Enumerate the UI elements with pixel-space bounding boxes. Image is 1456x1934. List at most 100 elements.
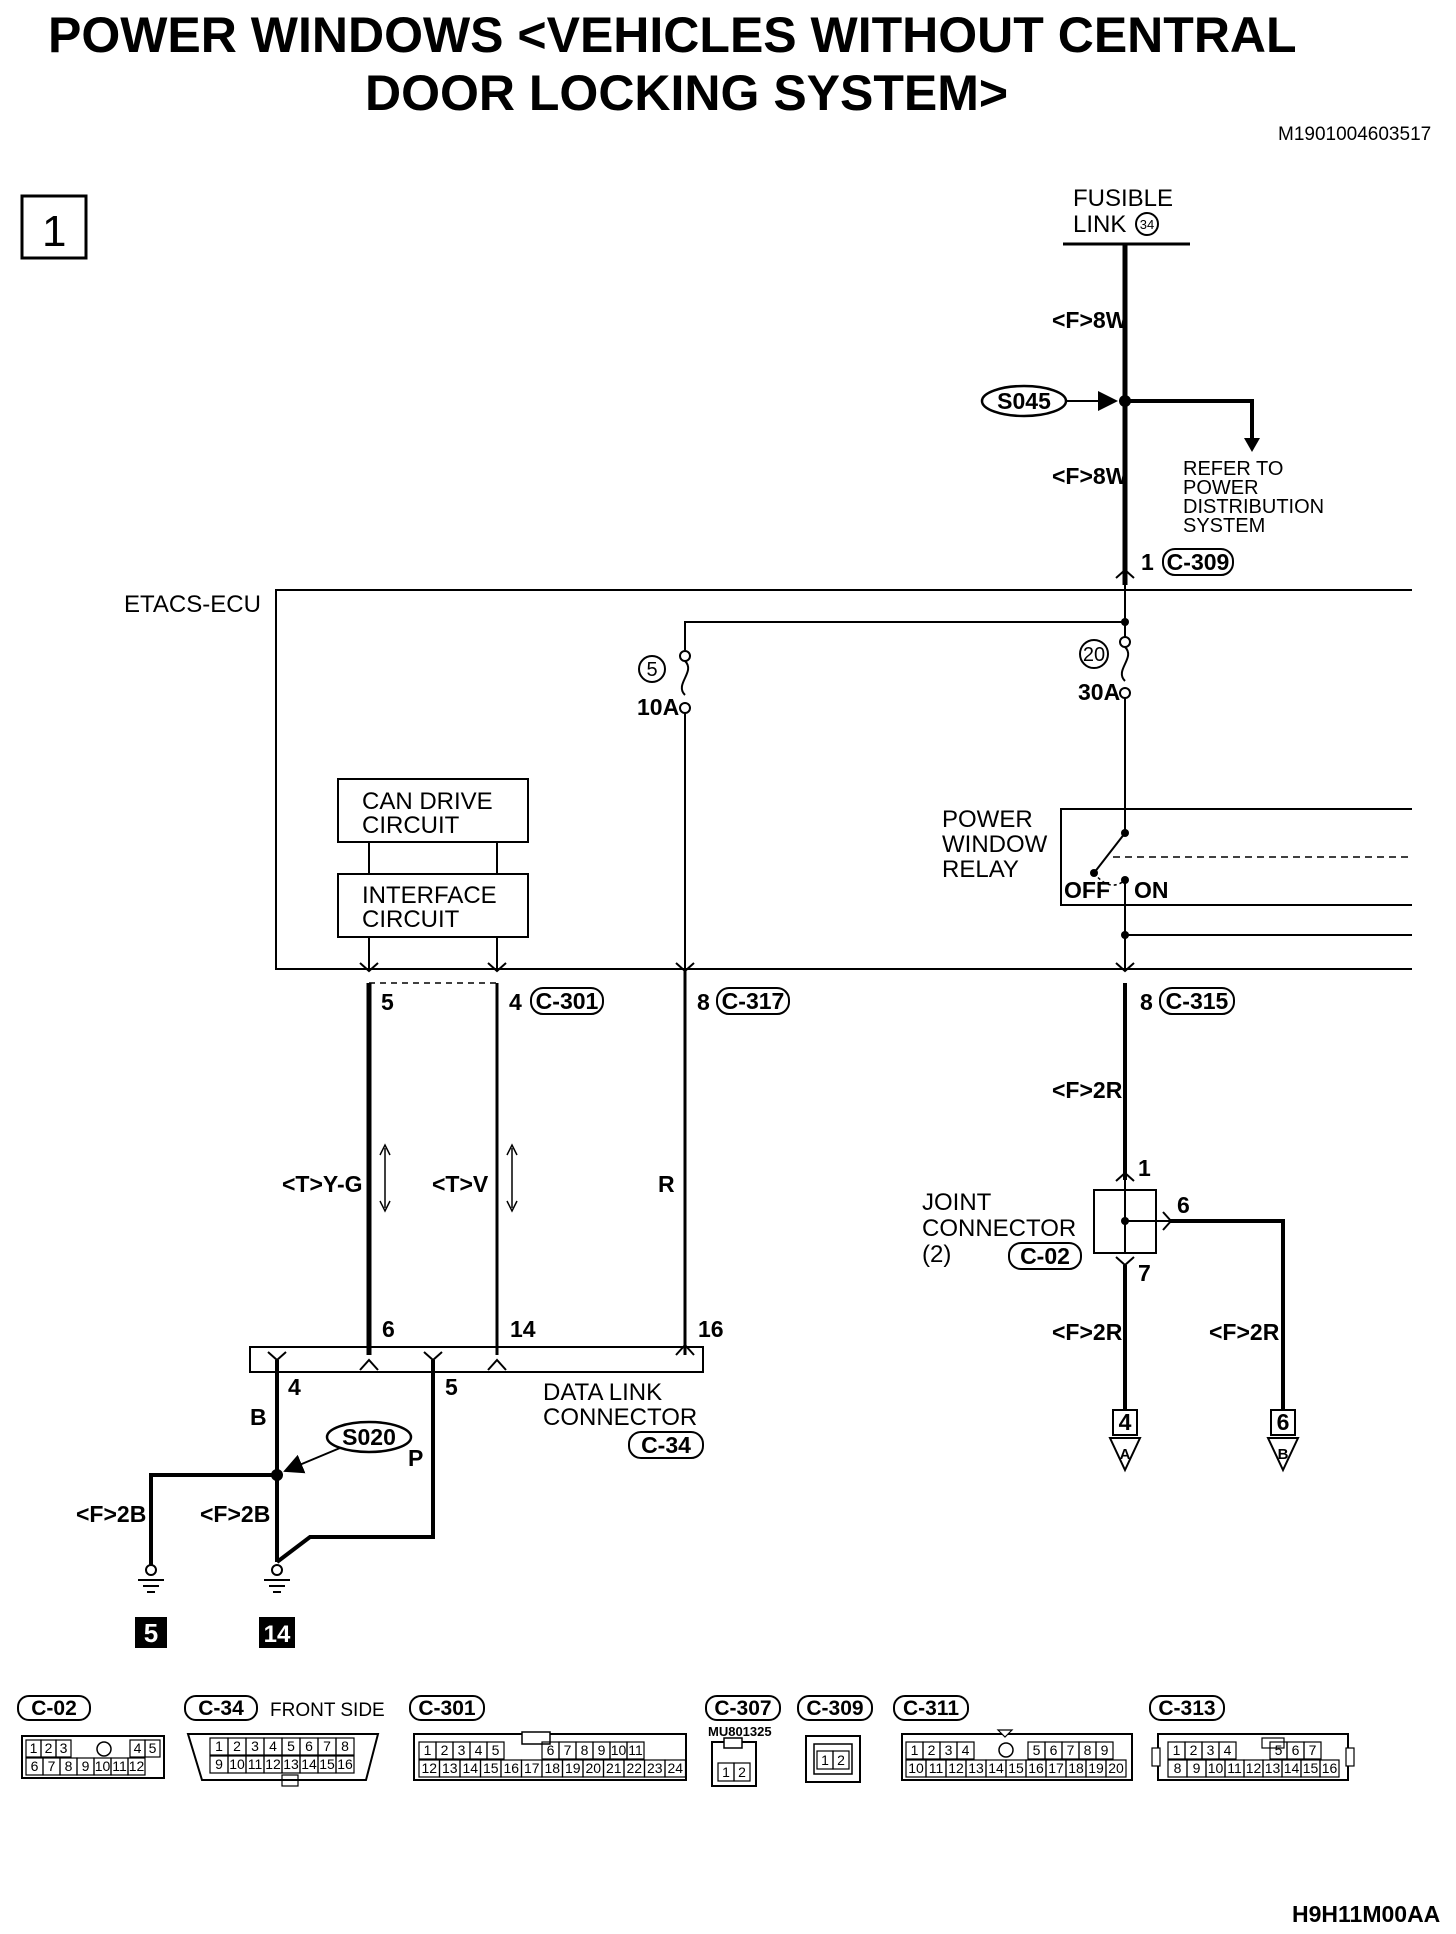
jc-pin6-number: 6: [1177, 1192, 1190, 1218]
fuse5-rating: 10A: [637, 694, 679, 720]
conn-view-c313-pin: 4: [1224, 1742, 1232, 1758]
conn-view-c02-pin: 4: [134, 1740, 142, 1756]
conn-view-c307-pin: 2: [738, 1764, 746, 1780]
title-line-1: POWER WINDOWS <VEHICLES WITHOUT CENTRAL: [48, 7, 1297, 63]
conn-view-c02-label: C-02: [31, 1697, 77, 1720]
wire-2b-left: [149, 1473, 277, 1565]
conn-view-c311-pin: 13: [968, 1760, 984, 1776]
conn-view-c311-pin: 5: [1033, 1742, 1041, 1758]
connector-c317-tag: [716, 987, 790, 1015]
conn-view-c313-pin-cell: [1303, 1741, 1322, 1760]
offpage-a-box: [1112, 1409, 1138, 1436]
fuse20-number-circle: [1079, 639, 1109, 669]
conn-view-c34-pin: 15: [319, 1756, 335, 1772]
conn-view-c301-pin: 1: [424, 1742, 432, 1758]
conn-view-c34-pin-cell: [335, 1737, 355, 1756]
conn-view-c313-label-tag: [1149, 1695, 1225, 1721]
conn-view-c02-label-tag: [17, 1695, 91, 1721]
fuse5-number-circle: [638, 655, 666, 683]
conn-view-c307-part: MU801325: [708, 1724, 772, 1739]
conn-view-c311-pin: 3: [945, 1742, 953, 1758]
splice-s020: S020: [342, 1424, 396, 1450]
jc-pin7-number: 7: [1138, 1260, 1151, 1286]
conn-view-c34-body: [186, 1733, 380, 1781]
conn-view-c313-pin: 2: [1190, 1742, 1198, 1758]
conn-view-c311-pin: 17: [1048, 1760, 1064, 1776]
conn-view-c34-pin: 16: [337, 1756, 353, 1772]
ground-symbol-14: [264, 1564, 290, 1593]
ground-point-14-badge: [259, 1617, 295, 1648]
c309-pin-chevron: [1115, 568, 1135, 579]
can-drive-circuit-block: [337, 778, 529, 843]
title-line-2: DOOR LOCKING SYSTEM>: [365, 65, 1008, 121]
conn-view-c34-pin: 1: [215, 1738, 223, 1754]
conn-view-c301-pin: 18: [544, 1760, 560, 1776]
connector-c315: C-315: [1166, 988, 1229, 1014]
conn-view-c34-pin: 2: [233, 1738, 241, 1754]
conn-view-c313-pin-cell: [1319, 1759, 1340, 1778]
refer-note-1: REFER TO: [1183, 458, 1283, 480]
conn-view-c301-pin: 14: [462, 1760, 478, 1776]
conn-view-c311-pin: 9: [1101, 1742, 1109, 1758]
c301-pin5-number: 5: [381, 989, 394, 1015]
connector-c301-tag: [530, 987, 604, 1015]
connector-c309: C-309: [1167, 549, 1230, 575]
dlc-pin16-chevron: [675, 1343, 695, 1356]
conn-view-c313-pin: 14: [1284, 1760, 1300, 1776]
dlc-pin16-number: 16: [698, 1316, 724, 1342]
connector-c02-tag: [1008, 1242, 1082, 1270]
bidirectional-arrow-1: [379, 1143, 391, 1213]
wire-label-f2b-mid: <F>2B: [200, 1501, 270, 1527]
conn-view-c02-pin: 3: [60, 1740, 68, 1756]
conn-view-c311-pin-cell: [1105, 1759, 1127, 1778]
wire-label-f8w-top: <F>8W: [1052, 307, 1128, 333]
conn-view-c311-pin: 18: [1068, 1760, 1084, 1776]
conn-view-c02-pin: 11: [112, 1758, 127, 1774]
conn-view-c301-pin: 9: [598, 1742, 606, 1758]
fuse20-terminal-top: [1119, 636, 1131, 648]
c301-pin4-chevron: [487, 962, 507, 973]
wire-p: [275, 1360, 435, 1564]
conn-view-c313-pin: 1: [1173, 1742, 1181, 1758]
wire-label-t-v: <T>V: [432, 1171, 489, 1197]
conn-view-c34-pin: 9: [215, 1756, 223, 1772]
conn-view-c313-pin: 8: [1174, 1760, 1182, 1776]
conn-view-c301-label: C-301: [418, 1697, 476, 1720]
connector-c315-tag: [1159, 987, 1235, 1015]
conn-view-c307-label: C-307: [714, 1697, 771, 1720]
offpage-b-box: [1270, 1409, 1296, 1436]
relay-off-label: OFF: [1064, 877, 1110, 903]
conn-view-c311-pin-cell: [1095, 1741, 1114, 1760]
conn-view-c301-pin: 17: [524, 1760, 540, 1776]
fuse5-terminal-top: [679, 650, 691, 662]
page-number-box: [20, 194, 88, 260]
fuse20-element: [1120, 646, 1130, 682]
wire-label-b: B: [250, 1404, 267, 1430]
conn-view-c313-pin: 15: [1303, 1760, 1319, 1776]
conn-view-c02-pin: 6: [31, 1758, 39, 1774]
fuse5-number: 5: [646, 659, 657, 681]
wire-to-power-distribution: [1125, 399, 1254, 442]
power-window-relay-box: [1060, 808, 1412, 906]
conn-view-c34-pin: 13: [283, 1756, 299, 1772]
fusible-link-label-2: LINK: [1073, 211, 1126, 238]
conn-view-c301-pin: 16: [503, 1760, 519, 1776]
splice-s020-oval: [325, 1420, 413, 1454]
conn-view-c02-body: [21, 1735, 165, 1779]
conn-view-c309-label-tag: [797, 1695, 873, 1721]
conn-view-c301-pin: 24: [667, 1760, 683, 1776]
conn-view-c313-lock: [1261, 1737, 1285, 1749]
conn-view-c02-lock: [96, 1741, 112, 1757]
ground-point-5-badge: [135, 1617, 167, 1648]
ground-point-5: 5: [144, 1618, 158, 1648]
conn-view-c313-pin: 5: [1275, 1742, 1283, 1758]
conn-view-c311-pin-cell: [956, 1741, 975, 1760]
relay-on-label: ON: [1134, 877, 1169, 903]
document-code: M1901004603517: [1278, 124, 1431, 145]
conn-view-c301-pin: 13: [442, 1760, 458, 1776]
figure-code: H9H11M00AA: [1292, 1901, 1440, 1927]
conn-view-c02-pin: 8: [65, 1758, 73, 1774]
relay-label-2: WINDOW: [942, 831, 1048, 858]
conn-view-c02-pin: 12: [129, 1758, 145, 1774]
